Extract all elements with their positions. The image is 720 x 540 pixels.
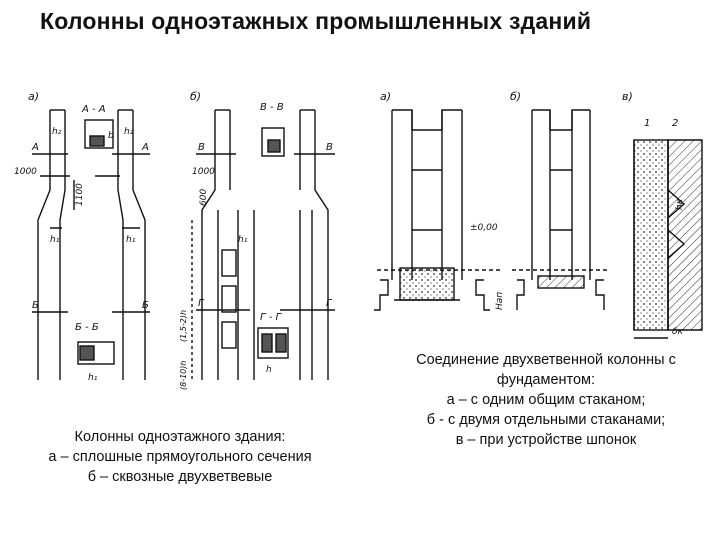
left-caption-line-3: б – сквозные двухветвевые (87, 469, 273, 485)
mark-v-left: В (198, 142, 205, 153)
panel-b-label: б) (190, 90, 201, 103)
conn-panel-a-label: а) (380, 90, 391, 103)
right-caption-line-4: б - с двумя отдельными стаканами; (426, 412, 666, 428)
mark-b-left: Б (32, 300, 39, 311)
h1-label-right: h₁ (126, 235, 136, 245)
mark-a-right: А (141, 142, 149, 153)
mark-v-right: В (326, 142, 333, 153)
h2-label-right: h₂ (124, 127, 134, 137)
panel-a-label: а) (28, 90, 39, 103)
mark-g-right: Г (326, 298, 333, 309)
right-caption-line-1: Соединение двухветвенной колонны с (416, 352, 676, 368)
columns-drawing: а) б) А - А В - В Б - Б Г - Г А А Б Б В … (14, 90, 335, 390)
section-gg-label: Г - Г (260, 312, 283, 323)
h-label: h (266, 365, 272, 375)
conn-panel-b-label: б) (510, 90, 521, 103)
dim-1100: 1100 (75, 183, 85, 206)
left-caption-line-2: а – сплошные прямоугольного сечения (48, 449, 312, 465)
h1-label-b: h₁ (238, 235, 248, 245)
h2-label-left: h₂ (52, 127, 62, 137)
left-caption-line-1: Колонны одноэтажного здания: (74, 429, 286, 445)
range-1-label: (1,5-2)h (179, 310, 188, 342)
num-1-label: 1 (644, 118, 650, 129)
level-label: ±0,00 (470, 223, 498, 233)
right-caption: Соединение двухветвенной колонны с фунда… (378, 350, 714, 450)
right-caption-line-3: а – с одним общим стаканом; (446, 392, 646, 408)
h-k-label: hк (675, 198, 685, 210)
h1-label-section: h₁ (88, 373, 98, 383)
h-an-label: Hап (495, 292, 505, 310)
mark-b-right: Б (142, 300, 149, 311)
section-aa-label: А - А (81, 104, 106, 115)
dim-1000-left: 1000 (14, 167, 37, 177)
conn-panel-v-label: в) (622, 90, 633, 103)
section-bb-label: Б - Б (75, 322, 99, 333)
mark-g-left: Г (198, 298, 205, 309)
num-2-label: 2 (672, 118, 678, 129)
dim-600: 600 (199, 189, 209, 206)
section-vv-label: В - В (260, 102, 284, 113)
mark-a-left: А (31, 142, 39, 153)
left-caption: Колонны одноэтажного здания: а – сплошны… (10, 427, 350, 487)
dim-1000-right: 1000 (192, 167, 215, 177)
h1-label-left: h₁ (50, 235, 60, 245)
range-2-label: (8-10)h (179, 361, 188, 390)
page-title: Колонны одноэтажных промышленных зданий (40, 8, 592, 34)
right-caption-line-2: фундаментом: (496, 372, 596, 388)
b-k-label: δк (672, 327, 684, 337)
right-caption-line-5: в – при устройстве шпонок (455, 432, 637, 448)
foundation-drawing: а) б) в) ±0,00 Hап hк δк 1 2 (374, 90, 703, 339)
b-label: b (108, 131, 114, 141)
